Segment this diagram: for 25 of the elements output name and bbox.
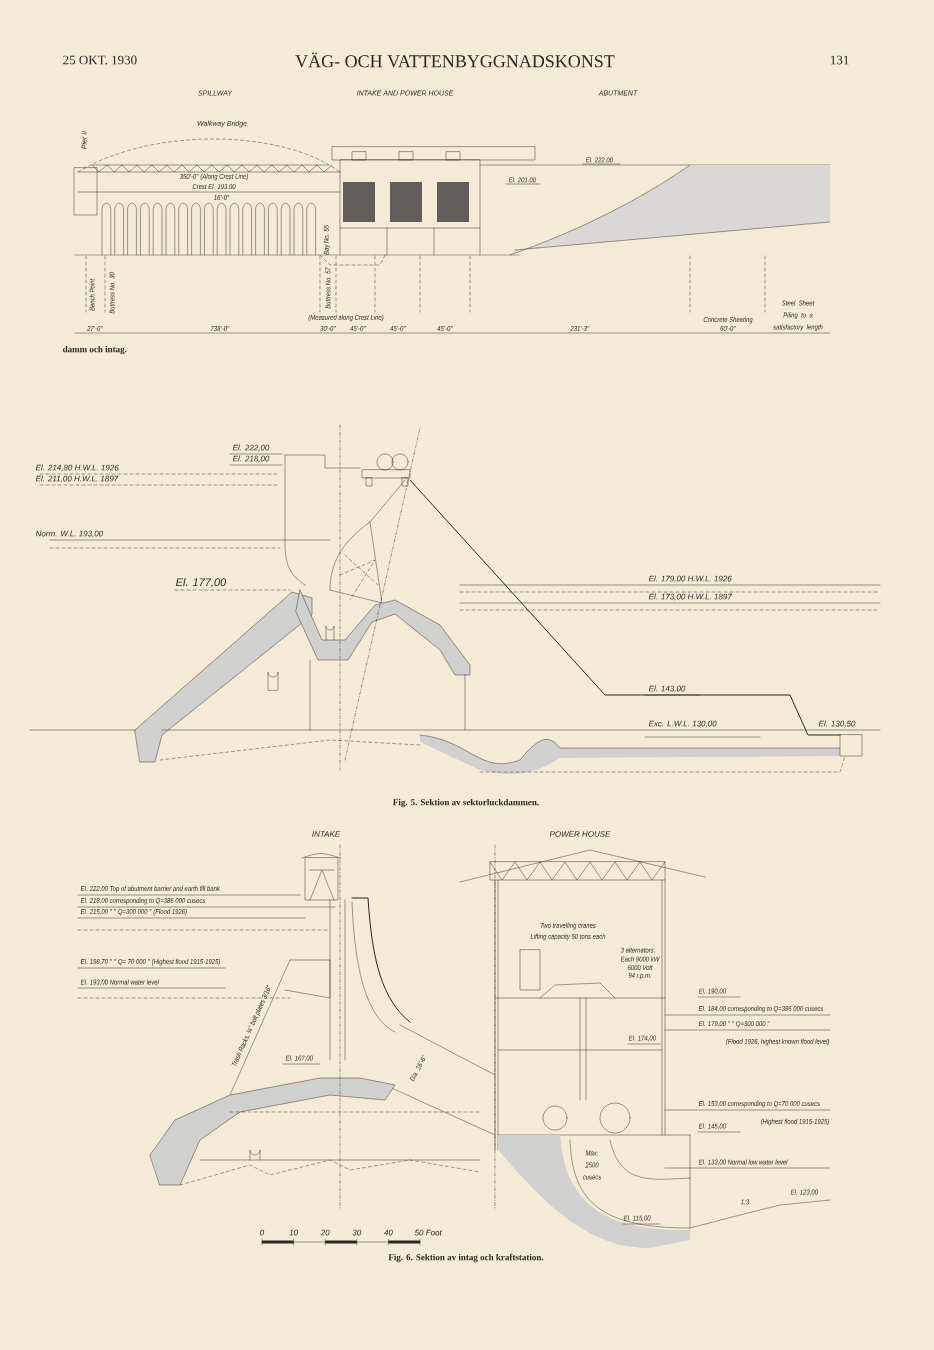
level-label: Norm. W.L. 193,00 [35,530,104,538]
level-label: El. 173,00 H.W.L. 1897 [648,593,732,601]
level-label: Exc. L.W.L. 130,00 [648,720,717,728]
scale-label: 20 [320,1229,330,1236]
scale-label: 50 Foot [414,1229,442,1236]
section-heading: INTAKE [312,831,341,837]
figure-caption: Fig. 5. Sektion av sektorluckdammen. [393,798,539,808]
level-label: El. 130,50 [818,720,856,728]
level-label: El. 179,00 H.W.L. 1926 [648,575,732,583]
level-label: El. 143,00 [648,685,686,693]
scale-label: 30 [352,1229,362,1236]
figure-caption: Fig. 6. Sektion av intag och kraftstation. [388,1253,544,1263]
scale-label: 0 [260,1229,265,1236]
journal-title: VÄG- OCH VATTENBYGGNADSKONST [295,52,615,68]
level-label: El. 222,00 [232,444,270,452]
scale-label: 10 [289,1229,298,1236]
section-heading: POWER HOUSE [549,831,611,837]
level-label: El. 211,00 H.W.L. 1897 [35,475,119,483]
level-label: El. 218,00 [232,455,270,463]
page-number: 131 [831,55,849,65]
scale-label: 40 [384,1229,393,1236]
page-date: 25 OKT. 1930 [63,55,137,65]
level-label: El. 214,80 H.W.L. 1926 [35,464,119,472]
figure-caption: damm och intag. [63,345,127,355]
level-label: El. 177,00 [175,578,227,588]
